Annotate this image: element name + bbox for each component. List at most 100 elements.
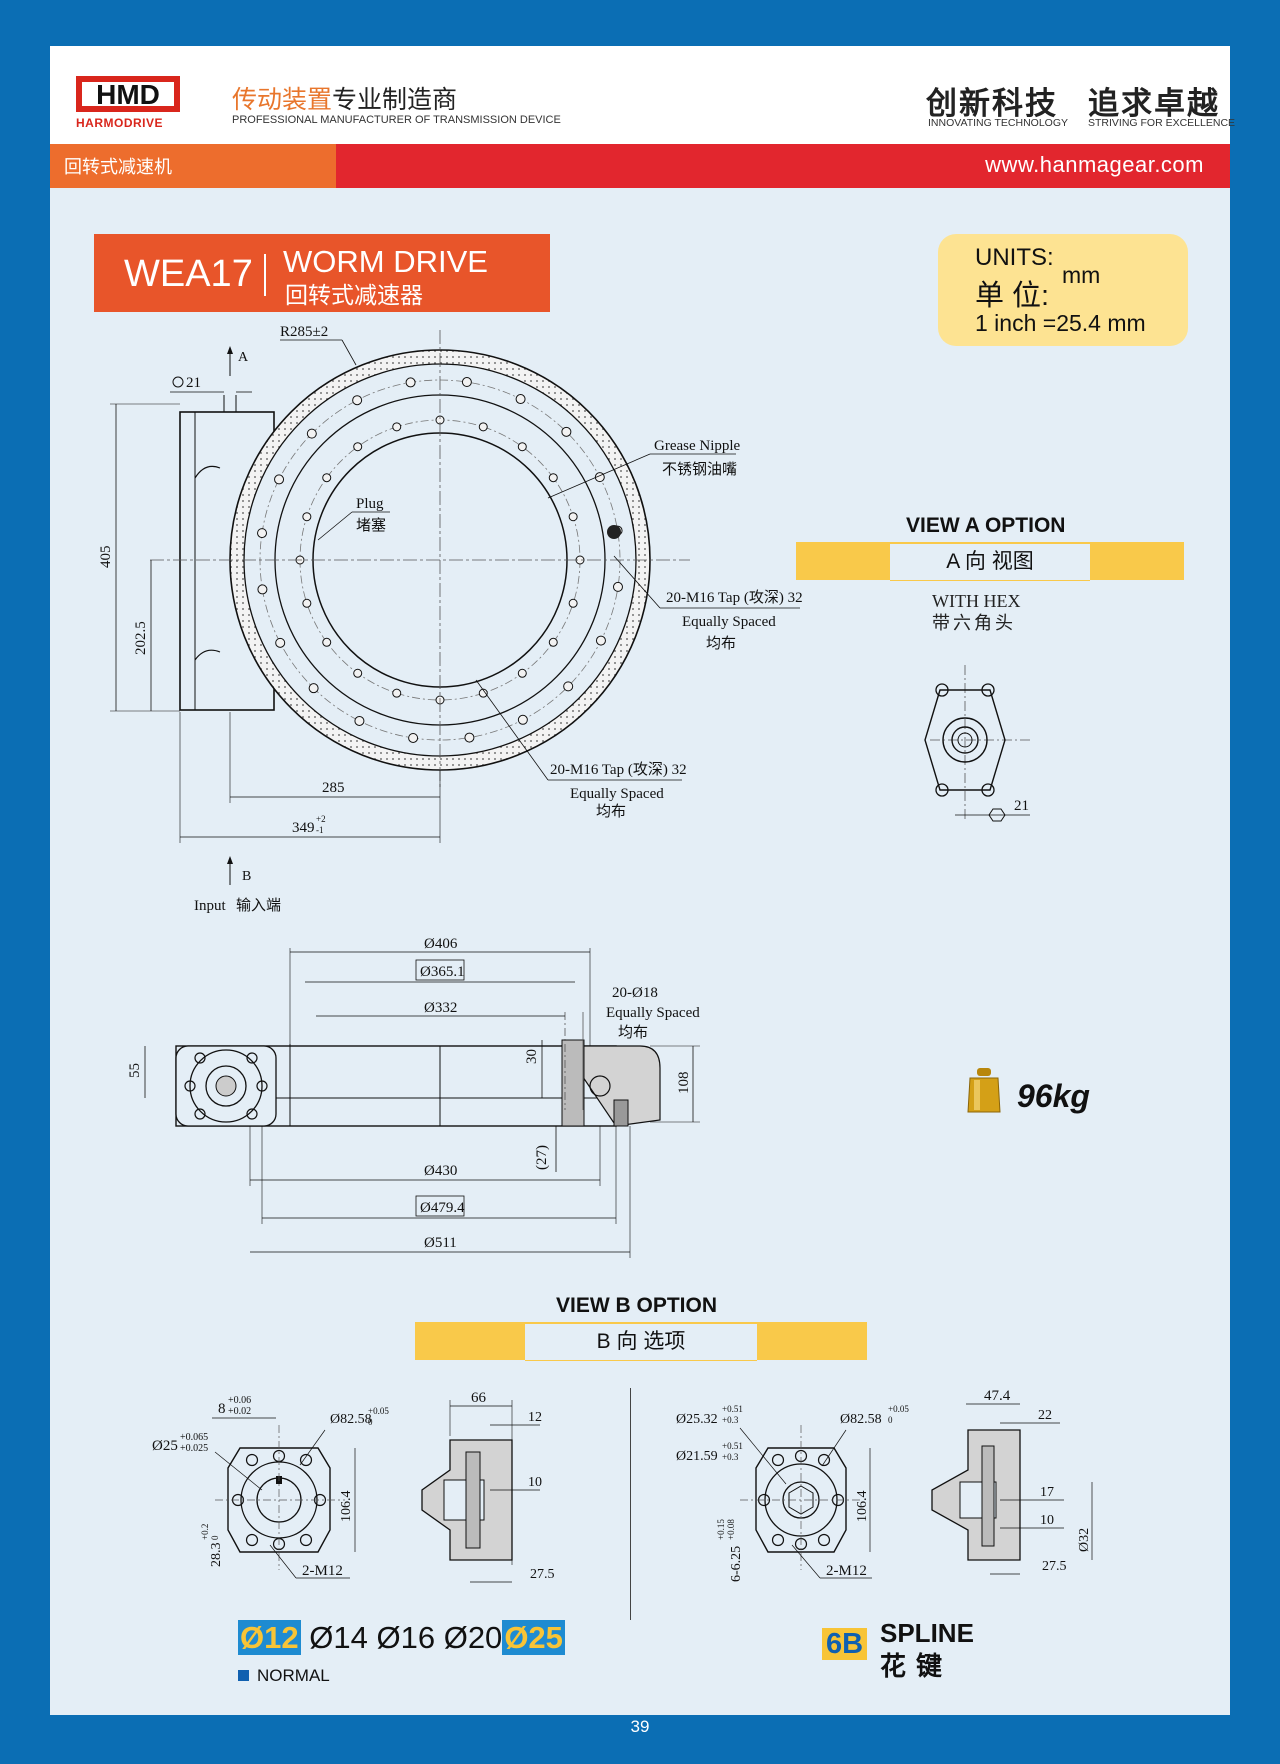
worm-flange-bolt	[246, 1108, 258, 1120]
weight-value: 96kg	[1017, 1078, 1090, 1114]
flange-bolt	[771, 1453, 785, 1467]
side-275-right: 27.5	[1042, 1559, 1067, 1574]
thread-left: 2-M12	[302, 1563, 343, 1579]
hex-label-cn: 带六角头	[932, 613, 1016, 633]
model-title-cn: 回转式减速器	[285, 282, 423, 308]
side-10-right: 10	[1040, 1513, 1054, 1528]
pilot-tol-up: +0.05	[368, 1406, 389, 1416]
option-d14[interactable]: Ø14	[309, 1620, 368, 1655]
bolt-hole	[408, 732, 419, 743]
worm-flange-bolt	[184, 1080, 196, 1092]
tap2-cn: 均布	[596, 803, 626, 820]
model-id: WEA17	[124, 253, 253, 295]
hex-label-en: WITH HEX	[932, 591, 1021, 611]
view-a-drawing: 21	[924, 665, 1030, 822]
dim-285: 285	[322, 780, 345, 796]
side-66: 66	[471, 1390, 487, 1406]
flange-bolt	[245, 1453, 259, 1467]
option-d16[interactable]: Ø16	[376, 1620, 436, 1655]
spline-label-cn: 花键	[880, 1651, 953, 1681]
normal-legend: NORMAL	[238, 1666, 330, 1686]
tap-hole	[478, 688, 488, 698]
tap-hole	[517, 668, 527, 678]
view-b-subtitle: B 向 选项	[525, 1323, 757, 1361]
website-link[interactable]: www.hanmagear.com	[985, 152, 1204, 177]
tap1-cn: 均布	[706, 635, 736, 652]
normal-legend-label: NORMAL	[257, 1666, 330, 1685]
spline-badge: 6B	[822, 1628, 868, 1660]
input-label-en: Input	[194, 898, 226, 914]
tap1-spaced: Equally Spaced	[682, 614, 776, 630]
dim-d4794: Ø479.4	[420, 1200, 465, 1216]
bolt-hole	[352, 395, 363, 406]
units-label-cn: 单 位:	[975, 280, 1050, 312]
bolt-hole	[515, 394, 526, 405]
website-band	[336, 144, 1230, 188]
bolt-hole	[561, 426, 572, 437]
view-a-title: VIEW A OPTION	[906, 514, 1066, 537]
bolt-hole	[354, 715, 365, 726]
side-474: 47.4	[984, 1388, 1011, 1404]
model-title-box	[94, 234, 550, 312]
key-h-tol-dn: 0	[210, 1535, 220, 1540]
hex-size: 21	[1014, 798, 1029, 814]
worm-flange-bolt	[194, 1108, 206, 1120]
bolt-hole	[612, 581, 623, 592]
bolt-hole	[308, 683, 319, 694]
input-label-cn: 输入端	[236, 897, 281, 914]
logo-subtitle: HARMODRIVE	[76, 116, 164, 130]
dim-h55: 55	[127, 1063, 143, 1078]
dim-d511: Ø511	[424, 1235, 457, 1251]
view-a-subtitle: A 向 视图	[890, 543, 1090, 581]
spline-label-en: SPLINE	[880, 1618, 974, 1648]
flange-bolt	[299, 1533, 313, 1547]
tap-hole	[548, 637, 558, 647]
page-number: 39	[630, 1717, 650, 1736]
option-d25[interactable]: Ø25	[502, 1620, 565, 1655]
dim-d430: Ø430	[424, 1163, 457, 1179]
a-mark: A	[238, 350, 249, 365]
top-view-drawing: Grease Nipple 不锈钢油嘴 Plug 堵塞 20-M16 Tap (…	[98, 324, 803, 914]
option-d20[interactable]: Ø20	[443, 1620, 503, 1655]
h1064-right: 106.4	[855, 1491, 870, 1523]
bolt-hole	[257, 584, 268, 595]
d2532-tol-up: +0.51	[722, 1404, 743, 1414]
bolt-hole	[274, 474, 285, 485]
tap-hole	[568, 512, 578, 522]
logo-text: HMD	[96, 79, 160, 110]
plug-label-cn: 堵塞	[356, 516, 386, 534]
pilot: Ø82.58	[330, 1412, 372, 1427]
dim-h30: 30	[524, 1049, 540, 1064]
tagline-en: PROFESSIONAL MANUFACTURER OF TRANSMISSIO…	[232, 114, 561, 126]
category-band	[50, 144, 336, 188]
tap-hole	[392, 422, 402, 432]
side-275: 27.5	[530, 1567, 555, 1582]
hex-top-label: 21	[186, 375, 201, 391]
slogan-2-cn: 追求卓越	[1088, 86, 1220, 122]
pilot-right-tol-dn: 0	[888, 1415, 893, 1425]
pilot-tol-dn: 0	[368, 1417, 373, 1427]
brand-logo: HMD	[76, 74, 180, 114]
key-w-tol-dn: +0.02	[228, 1406, 251, 1417]
slogan-2-en: STRIVING FOR EXCELLENCE	[1088, 117, 1236, 129]
b-mark: B	[242, 869, 251, 884]
worm-flange-bolt	[246, 1052, 258, 1064]
view-b-right-drawing: Ø25.32 +0.51 +0.3 Ø21.59 +0.51 +0.3 Ø82.…	[676, 1388, 1093, 1582]
tap-hole	[353, 668, 363, 678]
bolt-hole	[306, 428, 317, 439]
bore-tol-up: +0.065	[180, 1432, 208, 1443]
normal-legend-swatch	[238, 1670, 249, 1681]
tap-hole	[568, 598, 578, 608]
tap2-label: 20-M16 Tap (攻深) 32	[550, 761, 687, 778]
option-d12[interactable]: Ø12	[238, 1620, 301, 1655]
bolt-hole	[464, 732, 475, 743]
tap-hole	[322, 473, 332, 483]
dim-349: 349	[292, 820, 315, 836]
dim-d3651: Ø365.1	[420, 964, 465, 980]
bore: Ø25	[152, 1438, 178, 1454]
units-value: mm	[1062, 262, 1101, 288]
tap-hole	[548, 473, 558, 483]
dim-349-tol-dn: -1	[316, 825, 324, 835]
d2159: Ø21.59	[676, 1449, 718, 1464]
pilot-right: Ø82.58	[840, 1412, 882, 1427]
